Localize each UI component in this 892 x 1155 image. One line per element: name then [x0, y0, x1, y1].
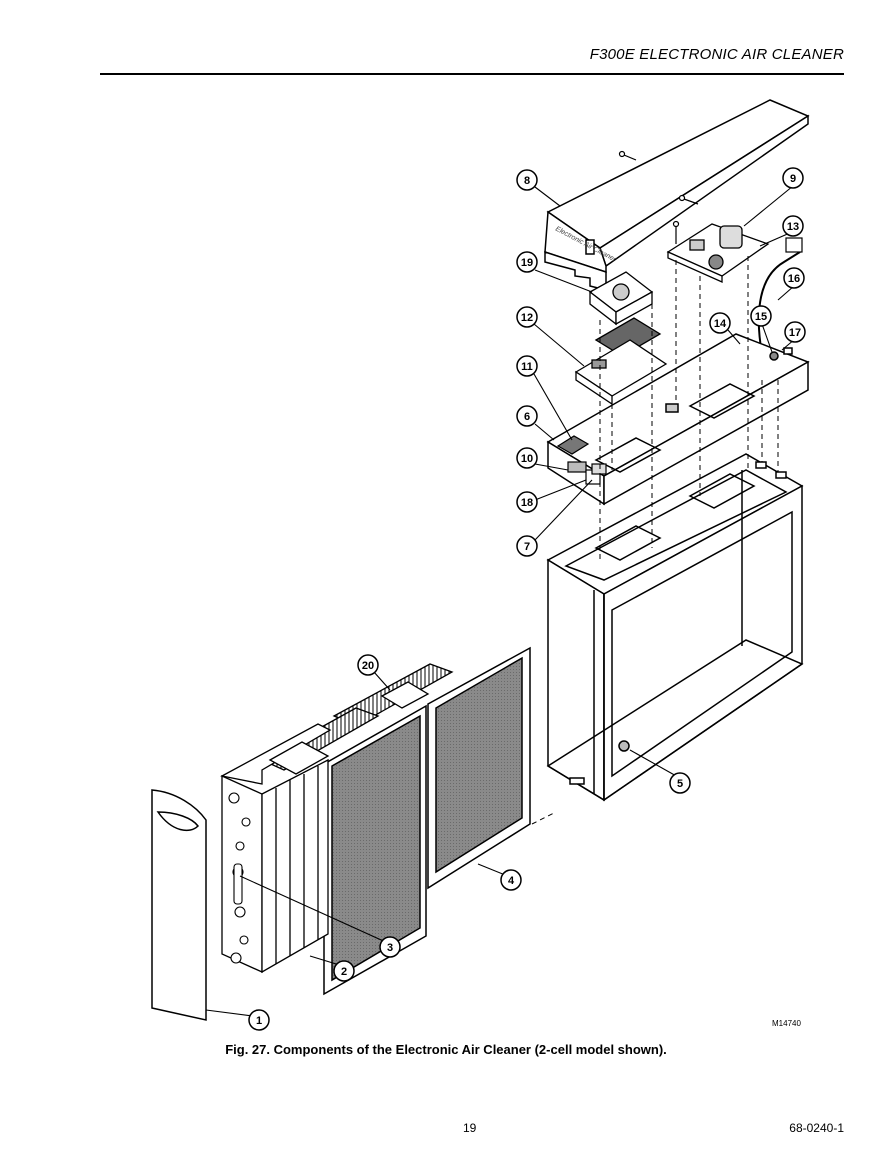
svg-text:12: 12 [521, 312, 533, 324]
svg-text:14: 14 [714, 318, 727, 330]
svg-text:20: 20 [362, 660, 374, 672]
cell-contacts [228, 792, 251, 964]
callout-4: 4 [500, 869, 522, 891]
svg-text:1: 1 [256, 1015, 262, 1027]
callout-14: 14 [709, 312, 731, 334]
svg-text:11: 11 [521, 361, 533, 373]
prefilters [323, 646, 531, 996]
document-number: 68-0240-1 [789, 1121, 844, 1135]
callout-6: 6 [516, 405, 538, 427]
figure-caption: Fig. 27. Components of the Electronic Ai… [225, 1042, 667, 1057]
svg-text:18: 18 [521, 497, 533, 509]
callout-7: 7 [516, 535, 538, 557]
electronic-cells [220, 663, 454, 974]
svg-text:7: 7 [524, 541, 530, 553]
top-cover [544, 99, 810, 291]
svg-text:17: 17 [789, 327, 801, 339]
page-number: 19 [463, 1121, 477, 1135]
svg-text:15: 15 [755, 311, 767, 323]
callout-20: 20 [357, 654, 379, 676]
svg-text:6: 6 [524, 411, 530, 423]
svg-text:13: 13 [787, 221, 799, 233]
callout-3: 3 [379, 936, 401, 958]
svg-text:10: 10 [521, 453, 533, 465]
power-supply-board [666, 223, 770, 284]
electronic-housing [546, 333, 810, 506]
svg-text:4: 4 [508, 875, 515, 887]
callout-9: 9 [782, 167, 804, 189]
header-rule [100, 73, 844, 75]
cabinet-frame [546, 453, 804, 802]
svg-text:16: 16 [788, 273, 800, 285]
callout-10: 10 [516, 447, 538, 469]
svg-text:5: 5 [677, 778, 683, 790]
callout-1: 1 [248, 1009, 270, 1031]
assembly-guide-lines [531, 256, 779, 825]
page-header-title: F300E ELECTRONIC AIR CLEANER [589, 46, 844, 63]
callout-19: 19 [516, 251, 538, 273]
callout-16: 16 [783, 267, 805, 289]
callout-8: 8 [516, 169, 538, 191]
svg-text:3: 3 [387, 942, 393, 954]
callout-5: 5 [669, 772, 691, 794]
svg-text:8: 8 [524, 175, 530, 187]
svg-text:19: 19 [521, 257, 533, 269]
cover-screws [618, 150, 699, 244]
callout-15: 15 [750, 305, 772, 327]
callout-17: 17 [784, 321, 806, 343]
figure-id: M14740 [772, 1019, 801, 1028]
callout-11: 11 [516, 355, 538, 377]
callout-18: 18 [516, 491, 538, 513]
callout-2: 2 [333, 960, 355, 982]
callout-13: 13 [782, 215, 804, 237]
access-door [151, 789, 207, 1021]
svg-text:9: 9 [790, 173, 796, 185]
power-cord [757, 251, 801, 355]
callout-12: 12 [516, 306, 538, 328]
switch-components [556, 435, 607, 485]
svg-text:2: 2 [341, 966, 347, 978]
